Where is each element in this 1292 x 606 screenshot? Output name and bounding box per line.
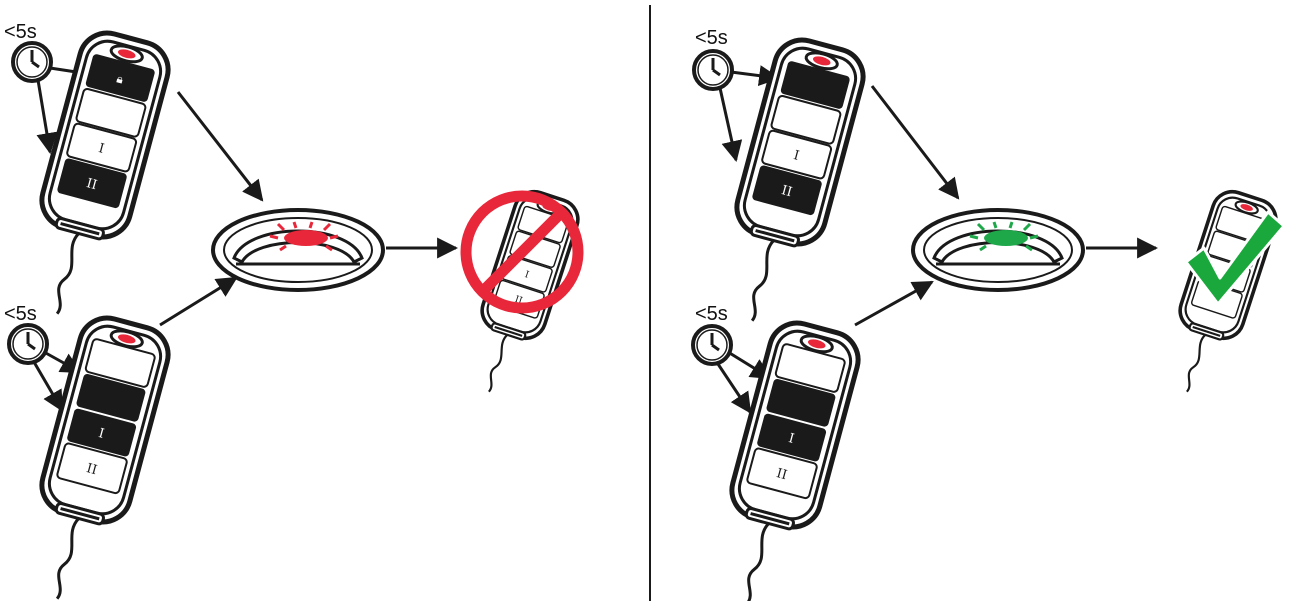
- key-fob-remote: I II: [709, 34, 870, 333]
- right-panel: I II I II: [693, 34, 1284, 601]
- timer-label: <5s: [4, 304, 37, 324]
- timer-label: <5s: [695, 28, 728, 48]
- left-panel: 🔒︎ I II I: [9, 27, 583, 601]
- timer-clock-icon: [13, 43, 51, 81]
- key-fob-remote: I II: [704, 317, 865, 601]
- receiver-unit: [913, 210, 1083, 290]
- timer-clock-icon: [694, 51, 732, 89]
- timer-clock-icon: [9, 325, 47, 363]
- timer-clock-icon: [693, 326, 731, 364]
- receiver-unit: [213, 210, 383, 290]
- timer-label: <5s: [4, 22, 37, 42]
- timer-label: <5s: [695, 304, 728, 324]
